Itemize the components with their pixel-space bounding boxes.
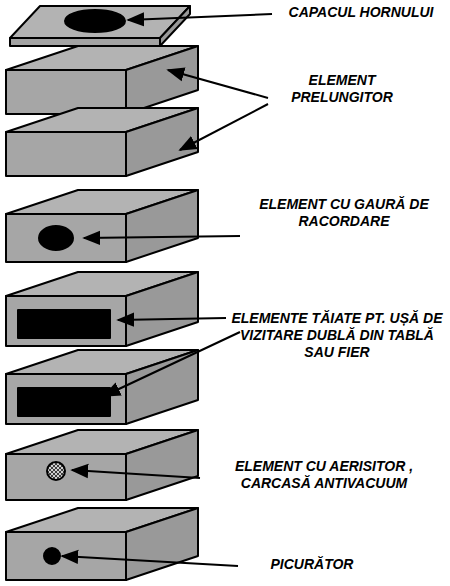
- callout-label: ELEMENT PRELUNGITOR: [272, 72, 412, 106]
- chimney-element: [6, 108, 198, 176]
- chimney-element: [6, 46, 198, 114]
- callout-label: ELEMENTE TĂIATE PT. UȘĂ DE VIZITARE DUBL…: [228, 310, 446, 361]
- callout-label: ELEMENT CU GAURĂ DE RACORDARE: [244, 196, 444, 230]
- chimney-cap: [10, 6, 190, 46]
- chimney-element: [6, 430, 198, 500]
- chimney-element: [6, 350, 198, 424]
- leader-lines: [62, 14, 272, 566]
- chimney-element: [6, 272, 198, 346]
- chimney-element: [6, 508, 198, 580]
- callout-label: CAPACUL HORNULUI: [276, 4, 446, 21]
- chimney-elements: [6, 46, 198, 580]
- callout-label: ELEMENT CU AERISITOR , CARCASĂ ANTIVACUU…: [204, 458, 444, 492]
- callout-label: PICURĂTOR: [242, 556, 382, 573]
- chimney-element: [6, 190, 198, 262]
